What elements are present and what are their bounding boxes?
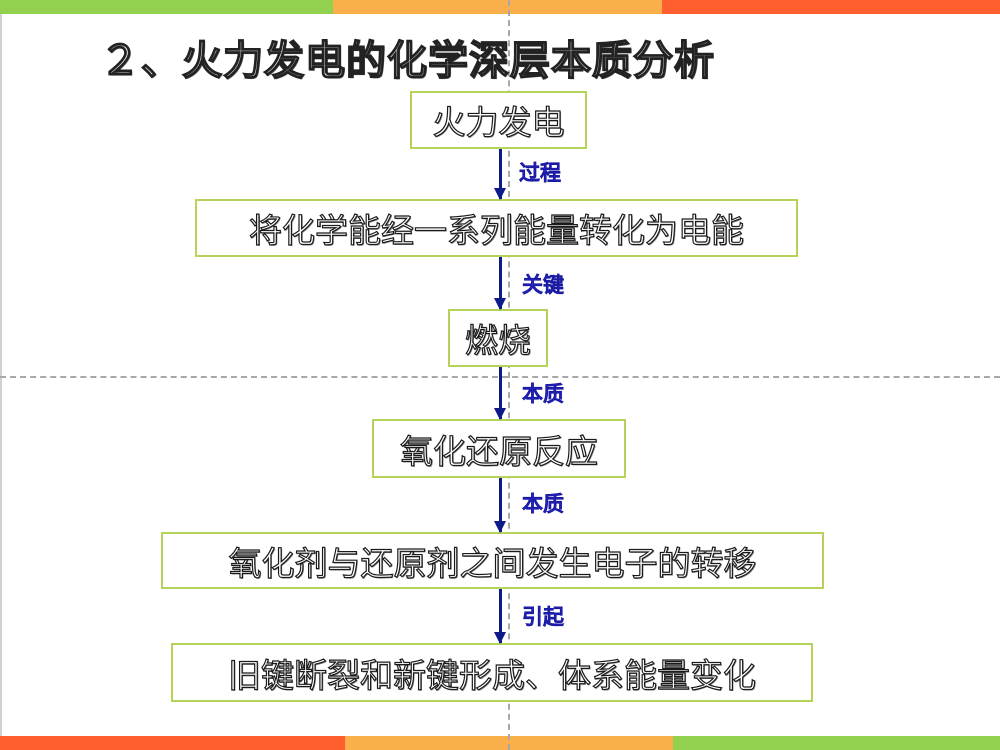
edge-label-cause: 引起 — [522, 605, 564, 629]
edge-label-process: 过程 — [519, 161, 561, 185]
edge-label-key: 关键 — [522, 273, 564, 297]
slide-title: ２、火力发电的化学深层本质分析 — [99, 37, 715, 85]
node-label: 燃烧 — [464, 320, 531, 360]
slide-left-border — [0, 0, 2, 750]
bottom-bar-green — [673, 736, 1000, 750]
arrow-down-icon — [494, 257, 506, 310]
node-label: 火力发电 — [432, 102, 565, 142]
edge-label-essence-2: 本质 — [522, 492, 564, 516]
node-label: 旧键断裂和新键形成、体系能量变化 — [227, 655, 756, 695]
vertical-guide-line — [508, 0, 510, 750]
top-bar-green — [0, 0, 333, 14]
top-bar-red — [662, 0, 1000, 14]
node-redox-reaction: 氧化还原反应 — [372, 419, 626, 478]
top-bar-orange — [333, 0, 662, 14]
node-label: 氧化剂与还原剂之间发生电子的转移 — [228, 543, 757, 583]
edge-label-essence-1: 本质 — [522, 382, 564, 406]
node-bond-energy-change: 旧键断裂和新键形成、体系能量变化 — [171, 643, 813, 702]
node-label: 氧化还原反应 — [399, 431, 598, 471]
bottom-bar-red — [0, 736, 345, 750]
arrow-down-icon — [494, 478, 506, 533]
arrow-down-icon — [494, 589, 506, 644]
arrow-down-icon — [494, 149, 506, 200]
node-combustion: 燃烧 — [448, 309, 548, 367]
node-thermal-power: 火力发电 — [410, 91, 587, 149]
node-electron-transfer: 氧化剂与还原剂之间发生电子的转移 — [161, 532, 824, 589]
node-label: 将化学能经一系列能量转化为电能 — [248, 210, 744, 250]
node-energy-conversion: 将化学能经一系列能量转化为电能 — [195, 199, 798, 257]
arrow-down-icon — [494, 367, 506, 420]
